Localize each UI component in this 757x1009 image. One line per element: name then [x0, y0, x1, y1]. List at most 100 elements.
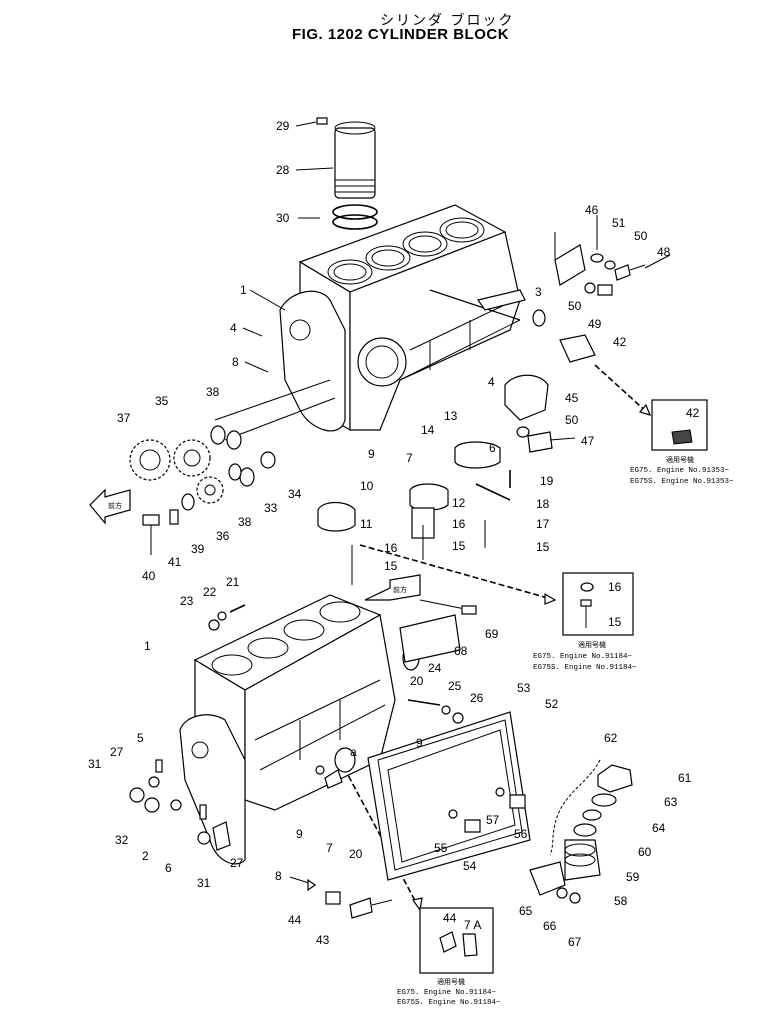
callout-53: 53	[517, 681, 531, 695]
callout-7-lower: 7	[326, 841, 333, 855]
callout-9-lower: 9	[296, 827, 303, 841]
callout-24: 24	[428, 661, 442, 675]
callout-50-mid: 50	[568, 299, 582, 313]
timing-gears	[129, 425, 276, 555]
callout-45: 45	[565, 391, 579, 405]
callout-3: 3	[535, 285, 542, 299]
callout-21: 21	[226, 575, 240, 589]
callout-42: 42	[613, 335, 627, 349]
lower-cylinder-block	[179, 594, 477, 865]
main-bearing-caps	[317, 441, 511, 585]
callout-6-upper: 6	[489, 441, 496, 455]
callout-63: 63	[664, 795, 678, 809]
callout-19: 19	[540, 474, 554, 488]
callout-22: 22	[203, 585, 217, 599]
front-direction-arrow-lower	[364, 574, 421, 601]
callout-1-lower: 1	[144, 639, 151, 653]
inset42-jp: 適用号機	[666, 455, 694, 464]
callout-29: 29	[276, 119, 290, 133]
callout-16-mid: 16	[452, 517, 466, 531]
callout-66: 66	[543, 919, 557, 933]
inset42-part: 42	[686, 406, 700, 420]
callout-25: 25	[448, 679, 462, 693]
callout-57: 57	[486, 813, 500, 827]
oil-filler-assembly	[529, 759, 633, 904]
callout-20-right: 20	[410, 674, 424, 688]
inset-42	[651, 399, 708, 451]
callout-41: 41	[168, 555, 182, 569]
part-number-labels: 29 28 30 1 4 8 38 35 37 34 33 38 36 39 4…	[88, 119, 692, 949]
callout-39: 39	[191, 542, 205, 556]
callout-26: 26	[470, 691, 484, 705]
callout-30: 30	[276, 211, 290, 225]
front-direction-arrow-upper	[89, 488, 131, 525]
page-title: FIG. 1202 CYLINDER BLOCK	[292, 26, 510, 43]
callout-16-left: 16	[384, 541, 398, 555]
callout-31-bottom: 31	[197, 876, 211, 890]
callout-7-upper: 7	[406, 451, 413, 465]
callout-48: 48	[657, 245, 671, 259]
callout-59: 59	[626, 870, 640, 884]
callout-62: 62	[604, 731, 618, 745]
callout-64: 64	[652, 821, 666, 835]
front-label-lower: 前方	[393, 585, 407, 594]
callout-8-lower: 8	[275, 869, 282, 883]
callout-50-low: 50	[565, 413, 579, 427]
callout-36: 36	[216, 529, 230, 543]
inset16-part-b: 15	[608, 615, 622, 629]
callout-17: 17	[536, 517, 550, 531]
callout-32: 32	[115, 833, 129, 847]
callout-44: 44	[288, 913, 302, 927]
callout-50-top: 50	[634, 229, 648, 243]
callout-15-mid: 15	[452, 539, 466, 553]
callout-33: 33	[264, 501, 278, 515]
callout-52: 52	[545, 697, 559, 711]
callout-27-top: 27	[110, 745, 124, 759]
callout-8-upper: 8	[232, 355, 239, 369]
callout-10: 10	[360, 479, 374, 493]
callout-18: 18	[536, 497, 550, 511]
callout-12: 12	[452, 496, 466, 510]
inset42-line2: EG75S. Engine No.91353~	[630, 478, 734, 486]
callout-47: 47	[581, 434, 595, 448]
callout-55: 55	[434, 841, 448, 855]
oil-pan	[367, 711, 531, 881]
callout-6-lower: 6	[165, 861, 172, 875]
callout-51: 51	[612, 216, 626, 230]
callout-15-left: 15	[384, 559, 398, 573]
inset44-jp: 適用号機	[437, 977, 465, 986]
callout-5: 5	[137, 731, 144, 745]
callout-35: 35	[155, 394, 169, 408]
callout-49: 49	[588, 317, 602, 331]
callout-28: 28	[276, 163, 290, 177]
callout-leaders	[242, 121, 671, 373]
cylinder-liner	[316, 117, 378, 230]
inset44-line1: EG75. Engine No.91184~	[397, 989, 497, 997]
inset16-jp: 適用号機	[578, 640, 606, 649]
callout-20-lower: 20	[349, 847, 363, 861]
callout-37: 37	[117, 411, 131, 425]
drain-sensor	[289, 876, 393, 919]
callout-60: 60	[638, 845, 652, 859]
inset-44	[419, 907, 494, 974]
callout-58: 58	[614, 894, 628, 908]
callout-31-top: 31	[88, 757, 102, 771]
callout-13: 13	[444, 409, 458, 423]
inset44-part-b: 7 A	[464, 918, 481, 932]
inset-16	[562, 572, 634, 636]
callout-65: 65	[519, 904, 533, 918]
callout-56: 56	[514, 827, 528, 841]
callout-23: 23	[180, 594, 194, 608]
callout-2: 2	[142, 849, 149, 863]
inset16-part-a: 16	[608, 580, 622, 594]
leader-arrows	[339, 364, 652, 912]
front-cover-small-parts	[129, 759, 343, 851]
callout-11: 11	[360, 517, 373, 531]
front-label-upper: 前方	[108, 501, 122, 510]
callout-4-upper: 4	[230, 321, 237, 335]
inset16-line1: EG75. Engine No.91184~	[533, 653, 633, 661]
right-brackets	[429, 244, 646, 453]
callout-9-lower-right: 9	[416, 736, 423, 750]
callout-38-lower: 38	[238, 515, 252, 529]
